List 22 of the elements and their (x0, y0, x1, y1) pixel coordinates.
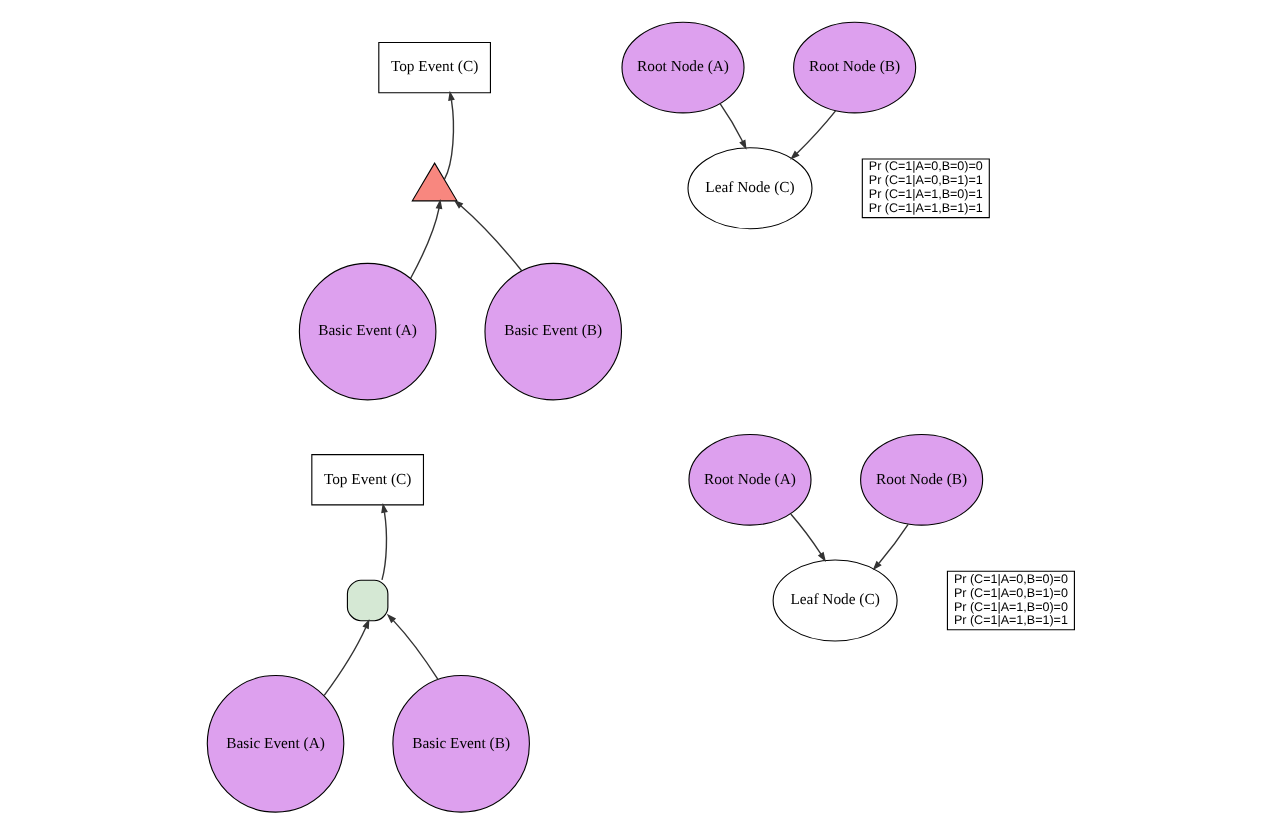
arrow (323, 618, 370, 697)
node-ellipse: Root Node (B) (793, 21, 917, 114)
arrow (443, 90, 455, 180)
node-ellipse: Root Node (A) (688, 433, 812, 526)
arrow (719, 103, 747, 150)
node-ellipse: Root Node (B) (860, 433, 984, 526)
node-circle: Basic Event (A) (206, 675, 345, 813)
node-circle: Basic Event (B) (392, 675, 530, 813)
arrow (386, 613, 439, 681)
arrow (381, 502, 388, 581)
arrow (453, 199, 523, 272)
arrow (790, 513, 826, 562)
node-box: Top Event (C) (311, 454, 424, 506)
node-ellipse: Root Node (A) (621, 21, 745, 114)
node-circle: Basic Event (A) (298, 262, 437, 401)
arrow (409, 199, 443, 279)
arrow (872, 523, 909, 571)
node-circle: Basic Event (B) (484, 262, 623, 401)
node-box: Top Event (C) (378, 41, 491, 94)
node-gate (411, 162, 458, 202)
arrow (790, 110, 837, 160)
node-gate (346, 579, 389, 622)
